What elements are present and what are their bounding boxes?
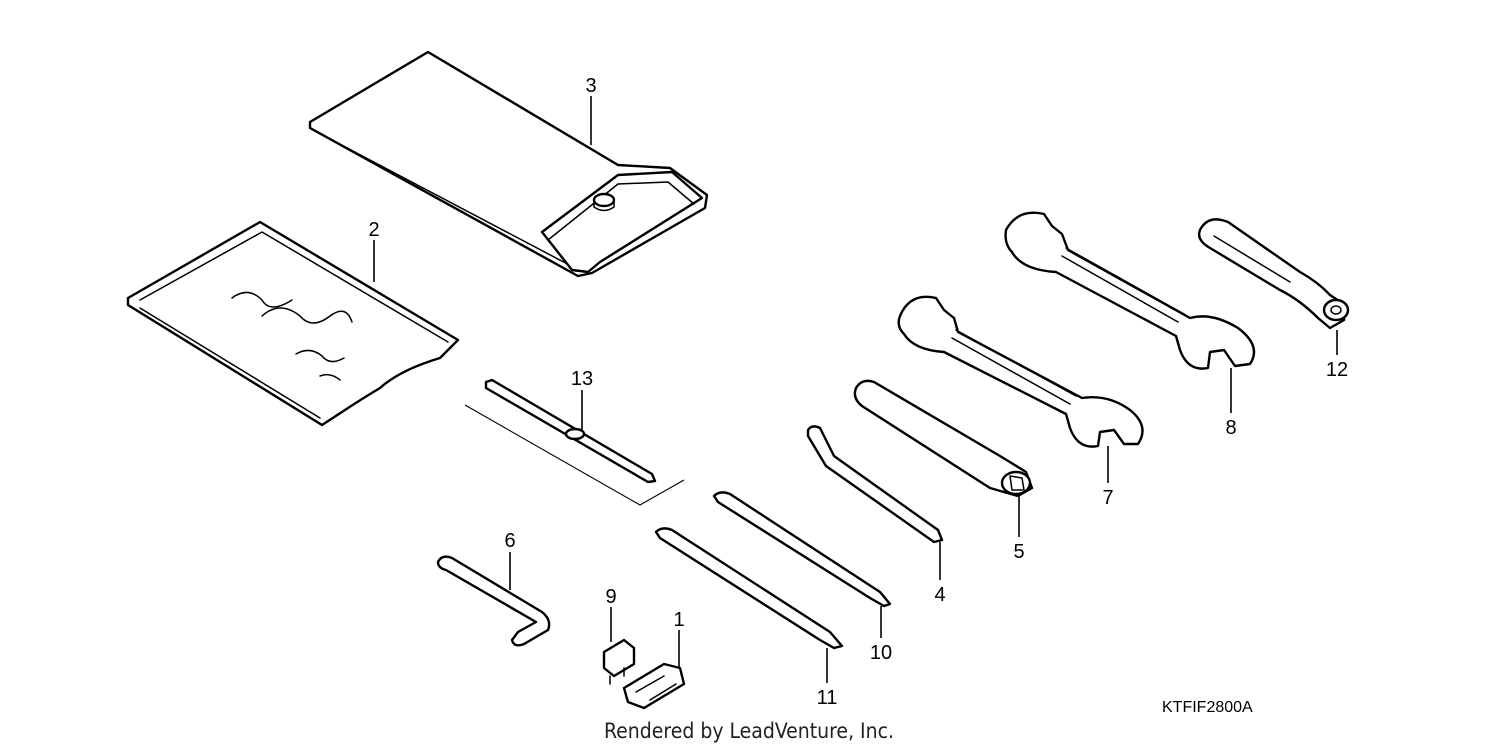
callout-10: 10 — [870, 642, 892, 664]
part-12-screwdriver-handle — [1197, 218, 1350, 330]
callout-2: 2 — [368, 219, 379, 241]
part-4-tommy-bar — [806, 425, 944, 544]
callout-5: 5 — [1013, 541, 1024, 563]
part-13-screwdriver — [464, 378, 685, 506]
callout-4: 4 — [934, 584, 945, 606]
callout-7: 7 — [1102, 487, 1113, 509]
render-credit: Rendered by LeadVenture, Inc. — [604, 719, 894, 743]
part-7-wrench — [897, 295, 1144, 448]
callout-11: 11 — [817, 687, 838, 709]
part-9-fuse — [602, 638, 636, 685]
callout-1: 1 — [673, 609, 684, 631]
leader-lines — [373, 96, 1338, 683]
part-8-wrench — [1004, 211, 1256, 370]
callout-12: 12 — [1326, 359, 1348, 381]
figure-code: KTFIF2800A — [1162, 699, 1253, 716]
part-6-hex-key — [436, 555, 551, 647]
part-1-fuse-puller — [622, 662, 686, 710]
callout-9: 9 — [605, 586, 616, 608]
callout-8: 8 — [1225, 417, 1236, 439]
part-10-screwdriver-bar — [712, 491, 892, 608]
callout-13: 13 — [571, 368, 593, 390]
callout-labels: 1 2 3 4 5 6 7 8 9 10 11 12 13 — [368, 75, 1348, 709]
callout-6: 6 — [504, 530, 515, 552]
part-5-plug-wrench — [853, 379, 1034, 498]
part-2-manual-pouch — [126, 220, 460, 427]
part-3-tool-bag — [308, 50, 709, 278]
callout-3: 3 — [585, 75, 596, 97]
part-11-screwdriver-bar — [654, 527, 844, 650]
